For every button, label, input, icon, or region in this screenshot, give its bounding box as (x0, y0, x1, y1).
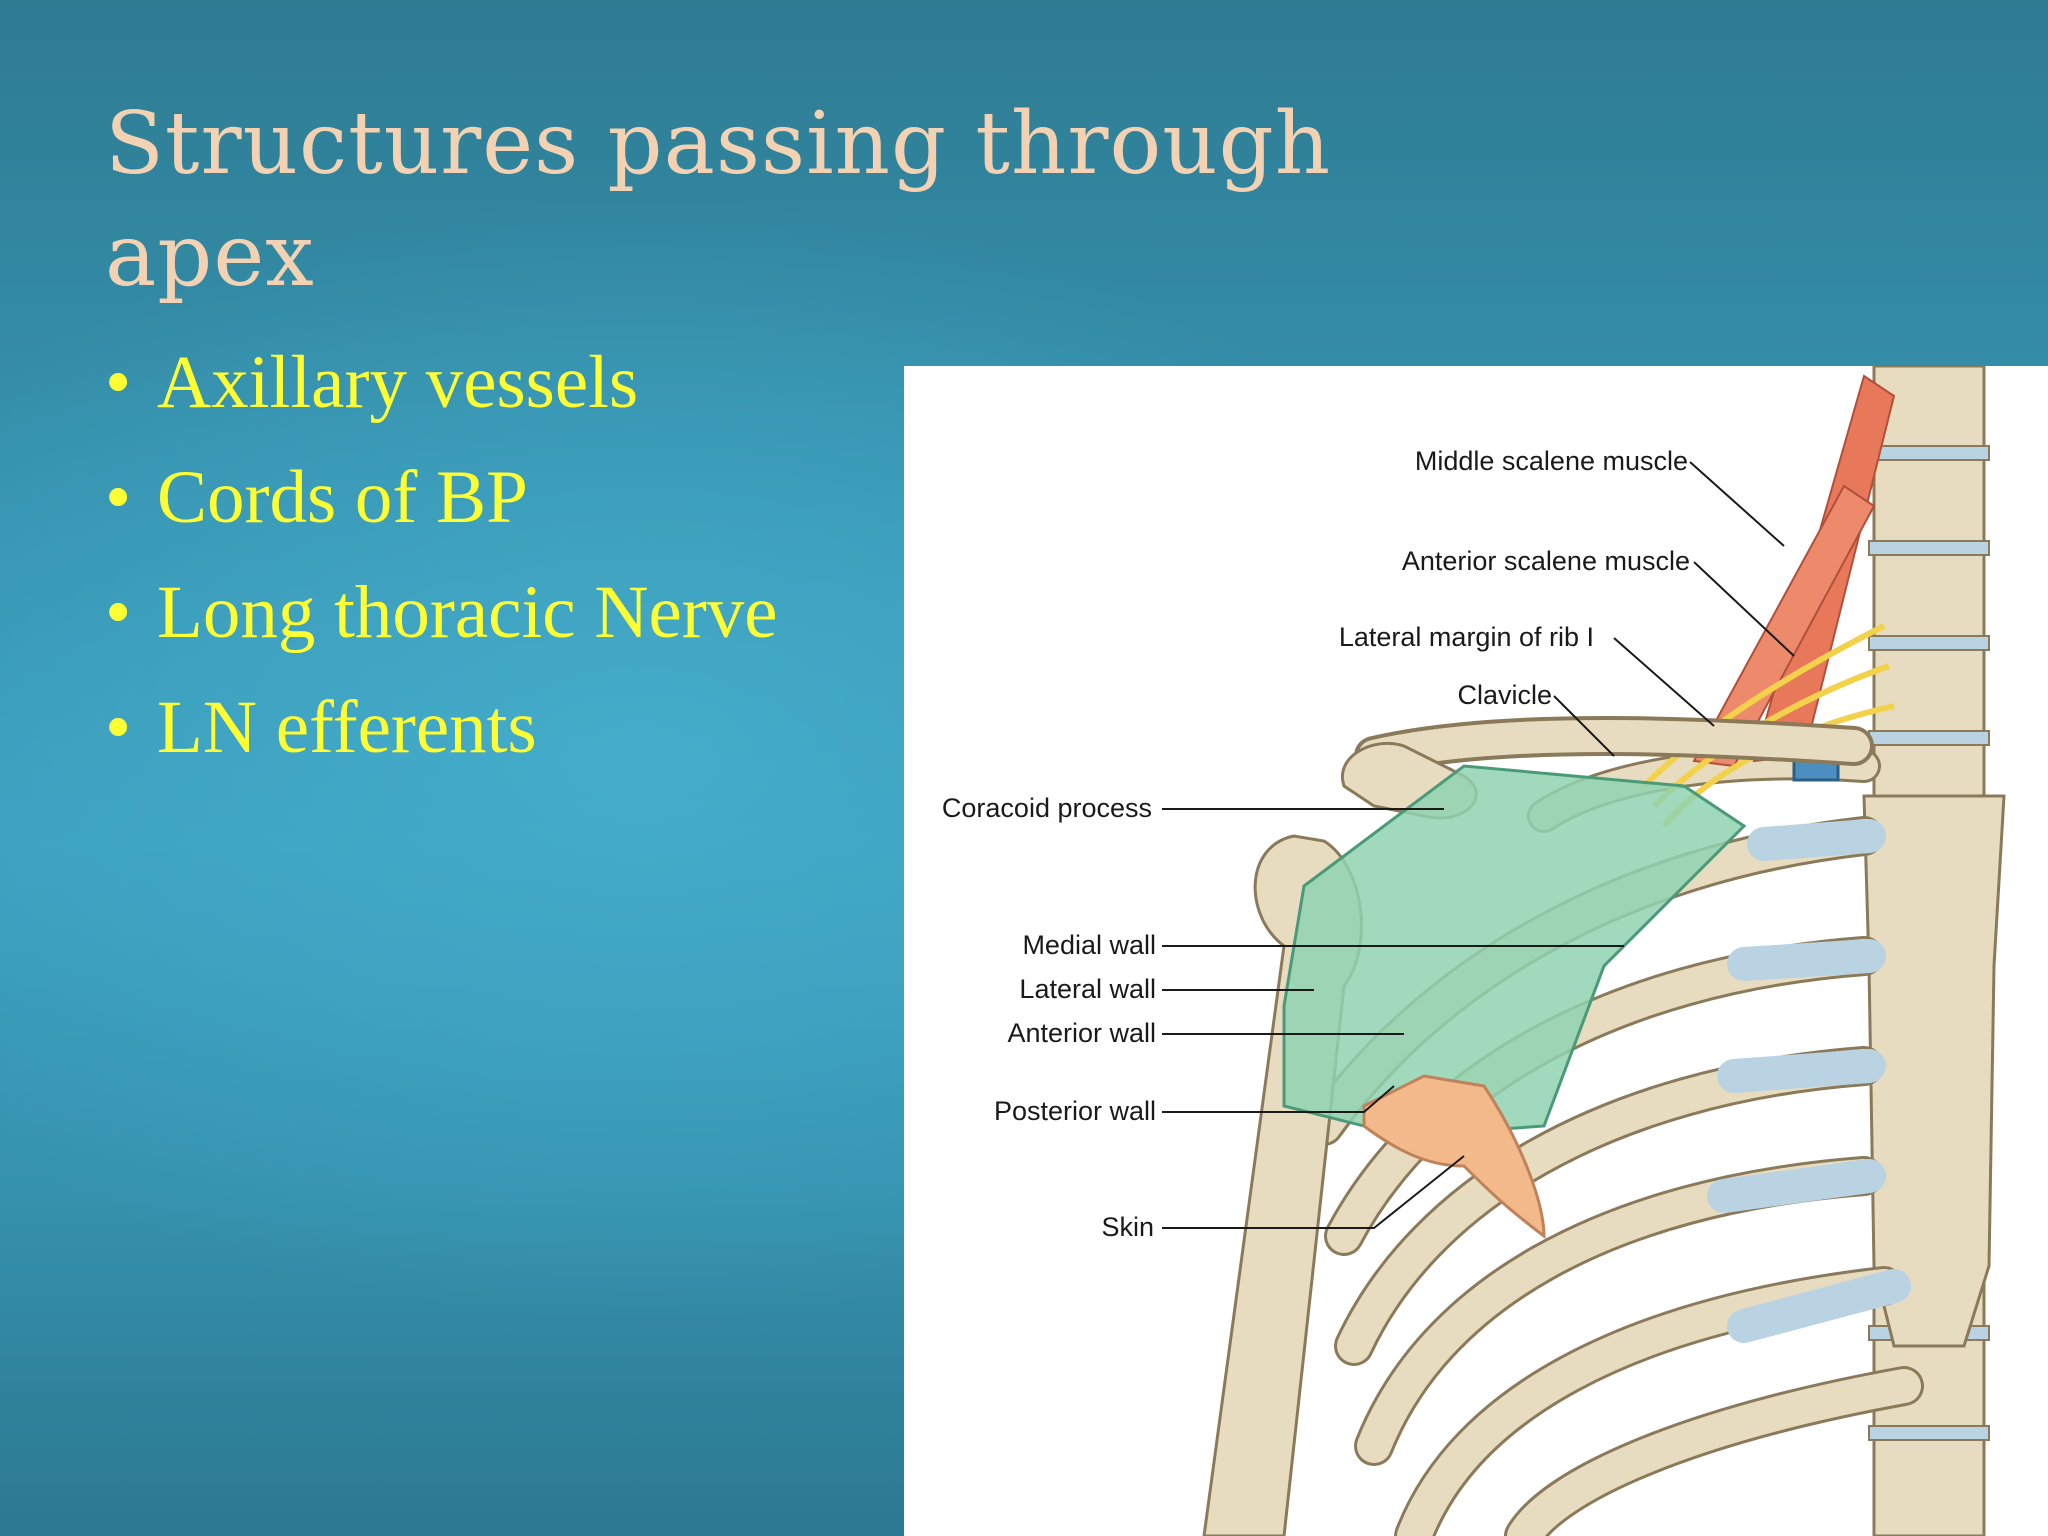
bullet-item: • Axillary vessels (105, 325, 778, 440)
rib (1507, 1369, 1921, 1536)
bullet-list: • Axillary vessels • Cords of BP • Long tho… (105, 325, 778, 785)
bullet-glyph: • (105, 686, 132, 769)
bullet-item: • Cords of BP (105, 440, 778, 555)
skin-fold (1362, 1074, 1546, 1240)
bullet-item: • LN efferents (105, 670, 778, 785)
label-middle-scalene-muscle: Middle scalene muscle (1415, 446, 1688, 476)
anatomy-figure: Middle scalene muscle Anterior scalene m… (904, 366, 2048, 1536)
bullet-glyph: • (105, 571, 132, 654)
spine-disc (1868, 445, 1990, 461)
bullet-text: LN efferents (157, 686, 537, 769)
clavicle-bone (1358, 720, 1870, 772)
label-posterior-wall: Posterior wall (994, 1096, 1156, 1126)
leader-line (1162, 1085, 1395, 1113)
nerve (1641, 623, 1886, 789)
rib-cartilage (1747, 819, 1886, 861)
label-coracoid-process: Coracoid process (942, 793, 1152, 823)
leader-line (1613, 637, 1715, 727)
label-anterior-scalene-muscle: Anterior scalene muscle (1402, 546, 1690, 576)
spine-disc (1868, 635, 1990, 651)
rib-cartilage (1727, 939, 1886, 981)
leader-line (1689, 461, 1785, 547)
leader-line (1162, 1155, 1465, 1229)
spine-disc (1868, 1425, 1990, 1441)
rib-cartilage (1707, 1159, 1886, 1213)
bullet-text: Axillary vessels (157, 341, 639, 424)
leader-lines (1162, 461, 1795, 1229)
bullet-text: Cords of BP (157, 456, 528, 539)
bullet-glyph: • (105, 341, 132, 424)
spine-disc (1868, 730, 1990, 746)
axilla-illustration: Middle scalene muscle Anterior scalene m… (942, 366, 2006, 1536)
bullet-glyph: • (105, 456, 132, 539)
bullet-text: Long thoracic Nerve (157, 571, 778, 654)
label-clavicle: Clavicle (1457, 680, 1552, 710)
rib-cartilage (1727, 1269, 1911, 1343)
label-lateral-margin-rib: Lateral margin of rib I (1339, 622, 1594, 652)
leader-line (1693, 561, 1795, 657)
slide-title: Structures passing through apex (105, 94, 1332, 306)
rib-cartilage (1717, 1049, 1886, 1093)
label-medial-wall: Medial wall (1022, 930, 1156, 960)
spine-disc (1868, 540, 1990, 556)
label-lateral-wall: Lateral wall (1019, 974, 1156, 1004)
axilla-walls (1282, 764, 1747, 1138)
label-anterior-wall: Anterior wall (1007, 1018, 1156, 1048)
leader-line (1553, 695, 1615, 757)
bullet-item: • Long thoracic Nerve (105, 555, 778, 670)
label-skin: Skin (1101, 1212, 1154, 1242)
